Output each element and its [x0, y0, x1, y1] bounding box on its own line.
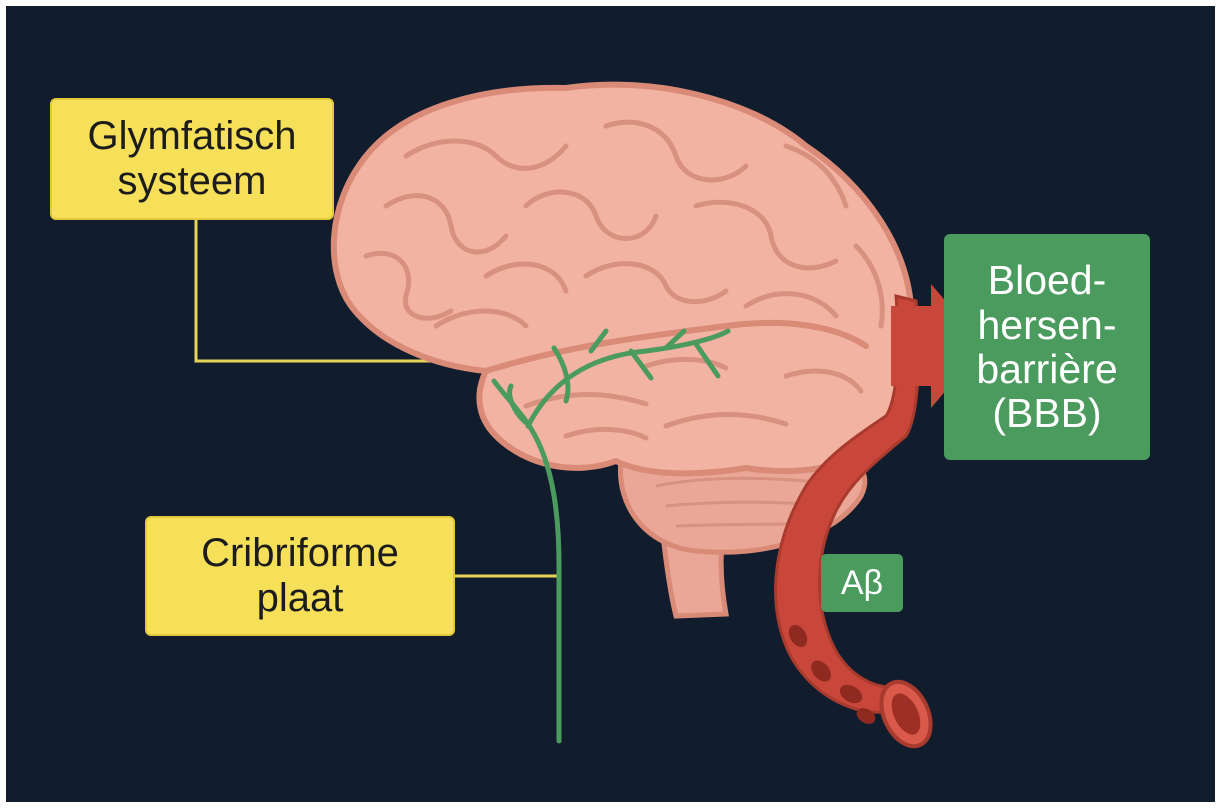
brain-illustration [334, 85, 913, 474]
cribriform-label-line1: Cribriforme [201, 531, 399, 576]
diagram-canvas: Glymfatisch systeem Cribriforme plaat Bl… [6, 6, 1215, 802]
glymphatic-label-line1: Glymfatisch [88, 114, 297, 159]
bbb-label-line2: hersen- [977, 303, 1116, 347]
amyloid-beta-label: Aβ [821, 554, 903, 612]
cribriform-label-line2: plaat [257, 576, 344, 621]
abeta-label-text: Aβ [841, 564, 883, 602]
bbb-label-line4: (BBB) [992, 391, 1101, 435]
bbb-label-line3: barrière [976, 347, 1117, 391]
glymphatic-system-label: Glymfatisch systeem [50, 98, 334, 220]
blood-brain-barrier-label: Bloed- hersen- barrière (BBB) [944, 234, 1150, 460]
bbb-label-line1: Bloed- [988, 258, 1107, 302]
glymphatic-label-line2: systeem [118, 159, 267, 204]
cribriform-plate-label: Cribriforme plaat [145, 516, 455, 636]
